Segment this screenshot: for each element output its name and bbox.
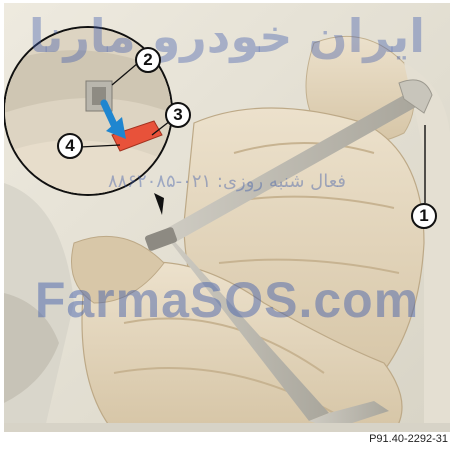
seat-drawing bbox=[4, 3, 450, 432]
seat-belt-illustration: ایران خودرو مارنا فعال شنبه روزی: ۰۲۱-۸۸… bbox=[4, 3, 450, 432]
watermark-url: FarmaSOS.com bbox=[4, 271, 450, 329]
figure-id-label: P91.40-2292-31 bbox=[369, 433, 448, 445]
watermark-arabic-subtitle: فعال شنبه روزی: ۰۲۱-۸۸۶۲۰۸۵ bbox=[4, 171, 450, 192]
callout-3: 3 bbox=[165, 102, 191, 128]
watermark-arabic-title: ایران خودرو مارنا bbox=[4, 9, 450, 63]
callout-1: 1 bbox=[411, 203, 437, 229]
callout-2: 2 bbox=[135, 47, 161, 73]
callout-4: 4 bbox=[57, 133, 83, 159]
